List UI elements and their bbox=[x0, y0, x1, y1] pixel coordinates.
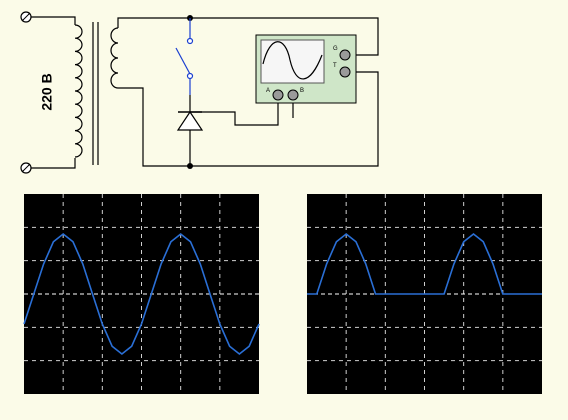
series-line bbox=[23, 232, 260, 356]
terminal-t bbox=[339, 66, 351, 78]
terminal-b bbox=[287, 89, 299, 101]
voltage-label: 220 В bbox=[39, 73, 55, 110]
oscilloscope-screen-wave bbox=[262, 41, 323, 80]
terminal-b-label: B bbox=[300, 88, 304, 94]
oscilloscope-screen bbox=[260, 39, 325, 84]
scope-display-half-wave bbox=[307, 194, 542, 394]
wire-primary-bottom bbox=[31, 158, 76, 169]
terminal-t-label: T bbox=[333, 63, 337, 69]
oscilloscope: G T A B bbox=[255, 34, 357, 104]
wire-top-rail bbox=[117, 17, 379, 56]
wire-primary-top bbox=[31, 16, 76, 25]
series-line bbox=[307, 232, 542, 295]
switch bbox=[175, 18, 194, 95]
terminal-a bbox=[272, 89, 284, 101]
secondary-winding bbox=[110, 27, 119, 89]
primary-winding bbox=[74, 24, 83, 158]
scope-display-full-wave bbox=[23, 194, 260, 394]
wire-probe-a bbox=[190, 101, 279, 126]
terminal-g-label: G bbox=[333, 46, 338, 52]
diode bbox=[176, 95, 204, 166]
wire-bottom-rail bbox=[118, 71, 379, 167]
terminal-g bbox=[339, 49, 351, 61]
input-terminal-bottom bbox=[20, 162, 32, 174]
input-terminal-top bbox=[20, 11, 32, 23]
terminal-a-label: A bbox=[266, 88, 270, 94]
